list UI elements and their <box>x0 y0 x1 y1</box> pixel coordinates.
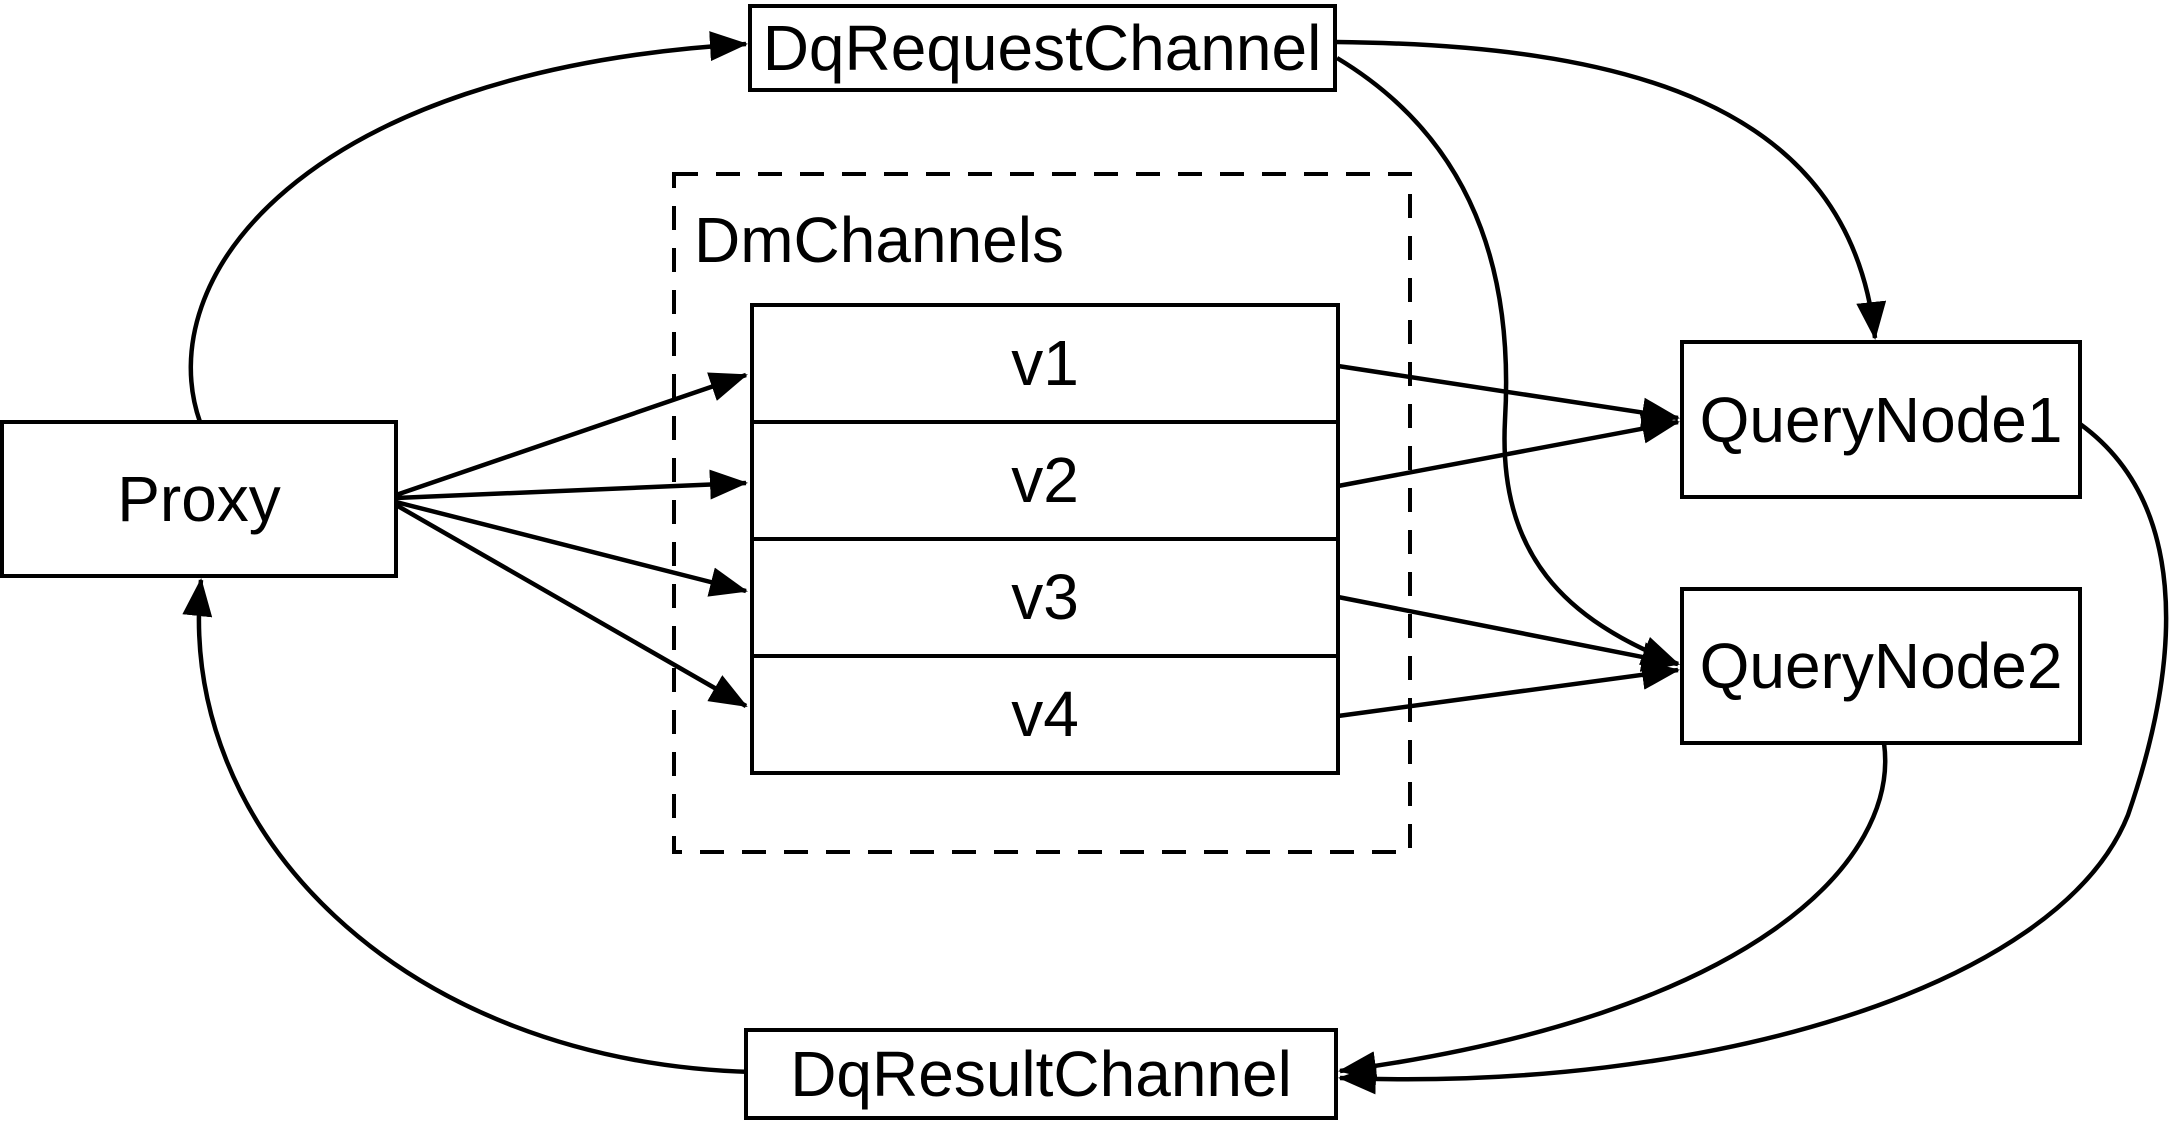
edge-dqrequestchannel-to-querynode1 <box>1335 39 1887 340</box>
dm-channels-group-label: DmChannels <box>694 204 1064 276</box>
edge-proxy-to-v2 <box>395 469 748 501</box>
v3-channel-label: v3 <box>1011 561 1079 633</box>
edge-proxy-to-dqrequestchannel <box>188 31 748 423</box>
edge-v1-to-querynode1 <box>1337 363 1680 428</box>
edge-querynode2-to-dqresultchannel <box>1338 742 1888 1082</box>
dm-channels-group-box <box>672 172 1412 854</box>
query-node-2-label: QueryNode2 <box>1700 630 2063 702</box>
edge-dqrequestchannel-to-querynode2 <box>1335 56 1680 667</box>
v1-channel-label: v1 <box>1011 327 1079 399</box>
query-node-2-box <box>1680 587 2082 745</box>
v4-channel-label: v4 <box>1011 678 1079 750</box>
dq-result-channel-node-label: DqResultChannel <box>790 1038 1292 1110</box>
dq-request-channel-node-label: DqRequestChannel <box>763 12 1322 84</box>
dq-request-channel-node-box <box>748 4 1337 92</box>
dq-result-channel-node-box <box>744 1028 1338 1120</box>
edge-v3-to-querynode2 <box>1337 594 1680 672</box>
query-node-1-label: QueryNode1 <box>1700 384 2063 456</box>
edge-querynode1-to-dqresultchannel <box>1338 422 2169 1095</box>
query-node-1-box <box>1680 340 2082 499</box>
edge-dqresultchannel-to-proxy <box>182 578 753 1075</box>
proxy-node-box <box>0 420 398 578</box>
edge-proxy-to-v3 <box>395 499 748 597</box>
edge-v2-to-querynode1 <box>1337 413 1680 489</box>
edge-proxy-to-v4 <box>394 503 748 708</box>
v2-channel-label: v2 <box>1011 444 1079 516</box>
proxy-node-label: Proxy <box>117 463 281 535</box>
edge-proxy-to-v1 <box>395 372 748 498</box>
edge-v4-to-querynode2 <box>1337 659 1680 719</box>
